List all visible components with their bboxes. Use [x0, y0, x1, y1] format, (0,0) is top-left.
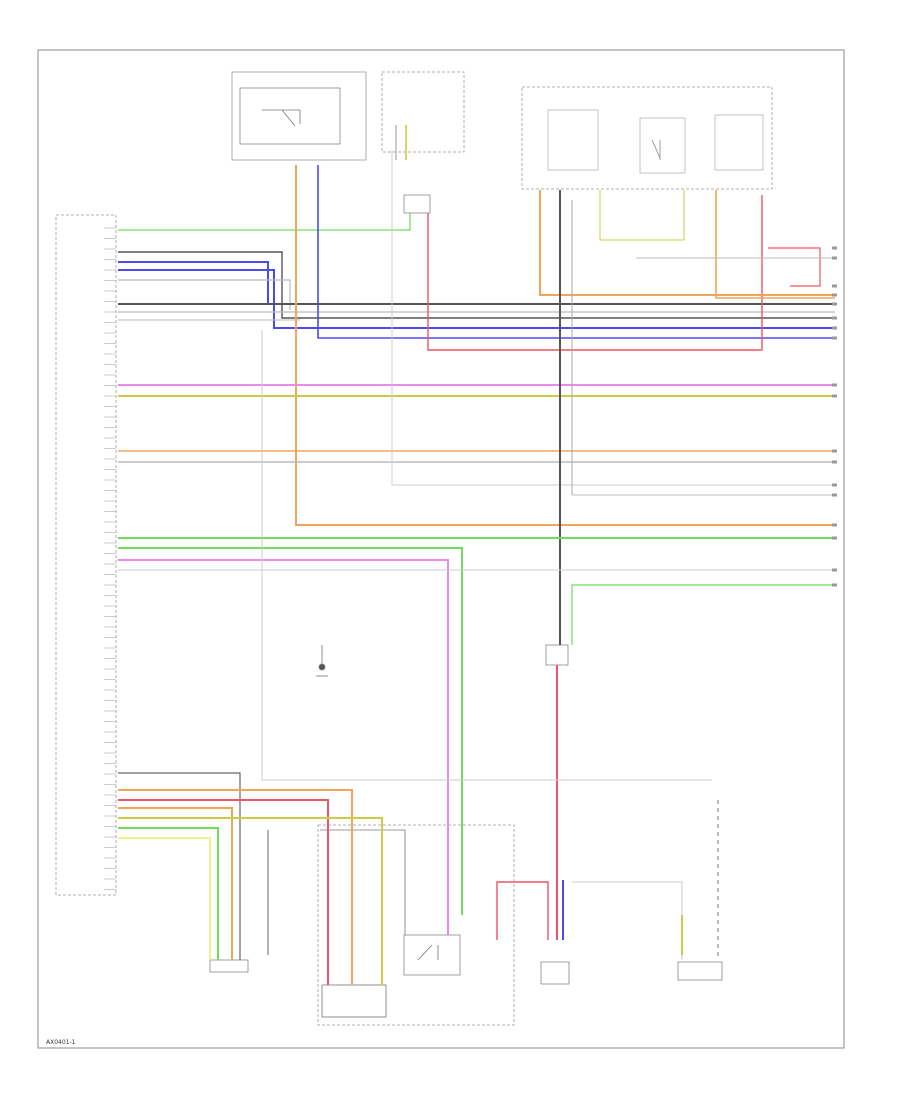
connector-end-marker: [832, 449, 837, 453]
junction-connector-top: [403, 194, 431, 214]
bottom-switch-contact: [417, 944, 439, 961]
connector-end-marker: [832, 583, 837, 587]
wire-green-3: [571, 584, 835, 645]
meter-inner-box-1: [547, 109, 599, 171]
diagram-frame: [37, 49, 845, 1049]
ground-symbol: [316, 645, 328, 677]
connector-end-marker: [832, 394, 837, 398]
wire-red-meter: [768, 247, 821, 287]
bottom-switch-box: [403, 934, 461, 976]
connector-end-marker: [832, 460, 837, 464]
bottom-shield-line: [320, 829, 406, 935]
ecm-pin-ticks: [104, 227, 116, 890]
connector-end-marker: [832, 336, 837, 340]
diagram-code: AX0401-1: [46, 1039, 76, 1046]
wire-black-1: [118, 251, 835, 319]
connector-end-marker: [832, 536, 837, 540]
wire-orange-harness-1: [118, 789, 353, 985]
wire-gray-1: [118, 279, 291, 310]
bottom-right-connector: [540, 961, 570, 985]
wire-yellow-harness-2: [118, 837, 211, 960]
connector-end-marker: [832, 493, 837, 497]
meter-switch-contact: [651, 139, 661, 160]
wire-orange-meter: [539, 190, 835, 296]
connector-end-marker: [832, 316, 837, 320]
wire-green-top: [118, 213, 411, 231]
wire-red-harness: [118, 799, 329, 985]
connector-end-marker: [832, 284, 837, 288]
wire-green-harness: [118, 827, 219, 960]
meter-inner-box-2: [639, 117, 686, 174]
connector-end-marker: [832, 256, 837, 260]
switch-inner-box: [239, 87, 341, 145]
junction-connector-mid: [545, 644, 569, 666]
connector-end-marker: [832, 326, 837, 330]
connector-end-marker: [832, 302, 837, 306]
right-connector-markers: [832, 246, 837, 587]
connector-end-marker: [832, 568, 837, 572]
wire-pink-2: [118, 559, 449, 935]
connector-end-marker: [832, 383, 837, 387]
bottom-component-box: [321, 984, 387, 1018]
wire-gray-meter: [599, 190, 685, 241]
connector-end-marker: [832, 246, 837, 250]
wire-blue-2: [118, 269, 835, 329]
wire-red-junction: [427, 195, 763, 351]
wire-red-lower-2: [496, 881, 549, 940]
switch-contact: [262, 109, 301, 127]
wire-gray-left-vertical: [261, 330, 712, 781]
bottom-right-module: [677, 961, 723, 981]
switch-component-box: [231, 71, 367, 161]
meter-component-box: [521, 86, 773, 190]
wire-blue-switch: [317, 165, 835, 339]
connector-end-marker: [832, 293, 837, 297]
wire-black-harness: [118, 772, 241, 960]
wire-green-2: [118, 547, 463, 915]
wire-gray-right-return: [572, 881, 683, 960]
ecm-connector-box: [55, 214, 117, 896]
meter-inner-box-3: [714, 114, 764, 171]
connector-end-marker: [832, 523, 837, 527]
wire-orange-harness-2: [118, 807, 233, 960]
wire-gray-vertical: [391, 150, 835, 486]
bottom-dashed-enclosure: [317, 824, 515, 1026]
connector-end-marker: [832, 483, 837, 487]
fuel-sender-connector: [209, 959, 249, 973]
relay-box-top: [381, 71, 465, 153]
wire-orange-switch: [295, 165, 835, 526]
wire-yellow-harness: [118, 817, 383, 985]
wire-orange-meter-2: [715, 190, 835, 299]
wire-group: [118, 125, 835, 985]
wire-blue-1: [118, 261, 269, 305]
